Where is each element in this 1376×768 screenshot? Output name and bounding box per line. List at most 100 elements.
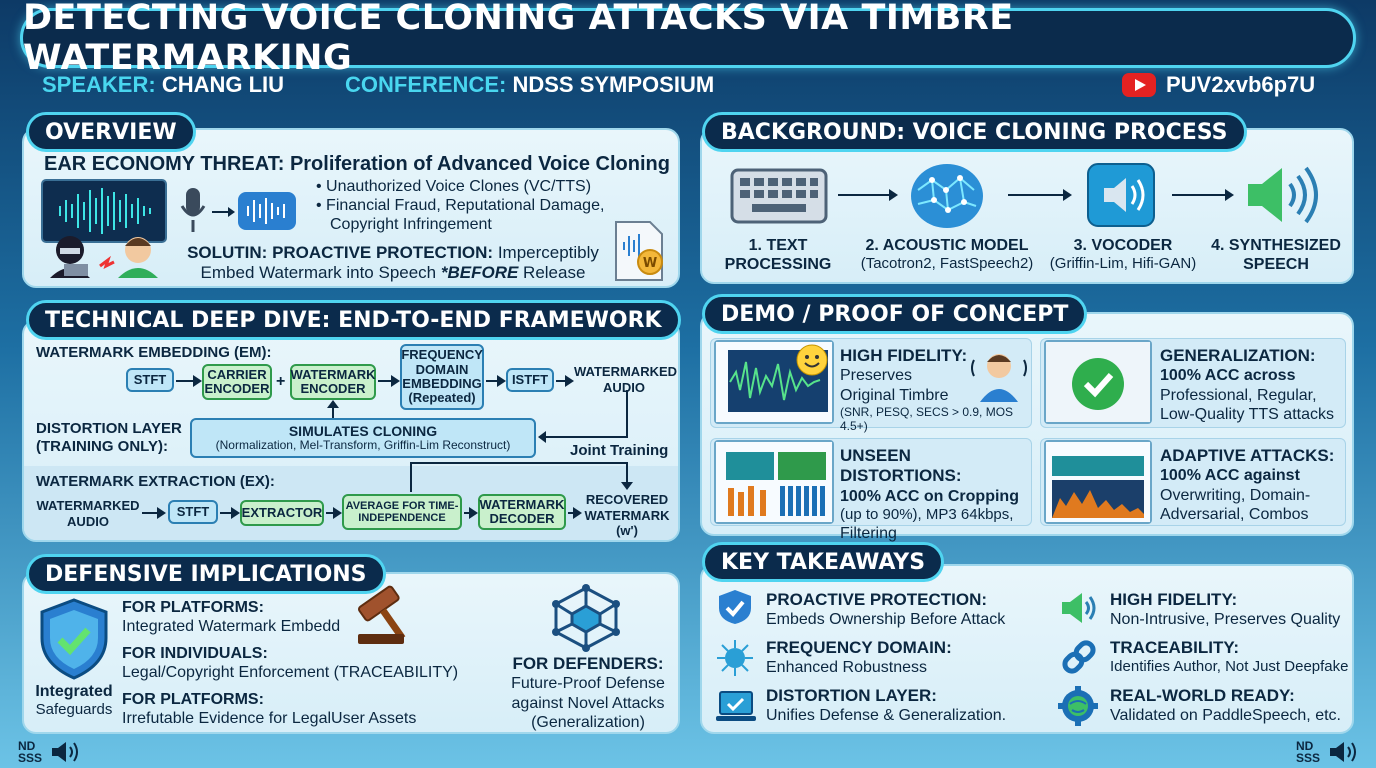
globe-gear-icon: [1058, 686, 1098, 726]
title-bar: DETECTING VOICE CLONING ATTACKS VIA TIMB…: [20, 0, 1356, 78]
frequency-embedding-box: FREQUENCY DOMAIN EMBEDDING (Repeated): [400, 344, 484, 410]
mic-to-wave-illustration: [178, 186, 298, 236]
ex-input-label: WATERMARKED AUDIO: [36, 498, 140, 529]
speaker-line: SPEAKER: CHANG LIU: [42, 72, 284, 98]
flow-arrow: [142, 507, 166, 519]
conference-line: CONFERENCE: NDSS SYMPOSIUM: [345, 72, 714, 98]
feedback-line: [332, 402, 334, 418]
certificate-icon: W: [612, 220, 668, 282]
em-stft-box: STFT: [126, 368, 174, 392]
takeaway-distortion: DISTORTION LAYER: Unifies Defense & Gene…: [766, 686, 1007, 725]
ex-label: WATERMARK EXTRACTION (EX):: [36, 473, 275, 490]
gavel-icon: [350, 580, 424, 648]
watermark-encoder-box: WATERMARK ENCODER: [290, 364, 376, 400]
flow-arrow: [326, 507, 342, 519]
virus-icon: [714, 638, 756, 678]
demo-text-fidelity: HIGH FIDELITY: Preserves Original Timbre…: [840, 346, 1014, 434]
feedback-arrowhead: [327, 400, 339, 408]
generalization-thumbnail: [1044, 340, 1152, 424]
speaker-icon: [1330, 742, 1357, 762]
overview-bullets: • Unauthorized Voice Clones (VC/TTS) • F…: [316, 177, 604, 235]
speaking-person-icon: [970, 346, 1028, 402]
shield-check-icon: [38, 598, 110, 680]
step-vocoder: 3. VOCODER(Griffin-Lim, Hifi-GAN): [1049, 237, 1197, 273]
carrier-encoder-box: CARRIER ENCODER: [202, 364, 272, 400]
joint-training-line: [410, 462, 412, 492]
overview-headline: EAR ECONOMY THREAT: Proliferation of Adv…: [44, 153, 670, 175]
plus-sign: +: [276, 373, 286, 390]
deep-dive-tab: TECHNICAL DEEP DIVE: END-TO-END FRAMEWOR…: [26, 300, 681, 340]
takeaway-traceability: TRACEABILITY: Identifies Author, Not Jus…: [1110, 638, 1349, 676]
conference-label: CONFERENCE:: [345, 72, 507, 97]
laptop-icon: [714, 688, 758, 724]
video-id[interactable]: PUV2xvb6p7U: [1122, 72, 1315, 98]
average-box: AVERAGE FOR TIME-INDEPENDENCE: [342, 494, 462, 530]
watermark-decoder-box: WATERMARK DECODER: [478, 494, 566, 530]
list-item: Copyright Infringement: [330, 216, 492, 234]
speaker-icon: [52, 742, 79, 762]
speaker-icon: [1058, 590, 1098, 626]
synth-speaker-icon: [1244, 164, 1320, 226]
defenders-text: FOR DEFENDERS: Future-Proof Defense agai…: [511, 654, 665, 731]
youtube-icon: [1122, 73, 1156, 97]
adaptive-thumbnail: [1044, 440, 1152, 524]
smile-icon: [796, 344, 828, 376]
hacker-illustration: [40, 178, 168, 280]
em-output-label: WATERMARKED AUDIO: [574, 364, 678, 395]
distortion-label: DISTORTION LAYER(TRAINING ONLY):: [36, 420, 182, 455]
flow-arrow: [486, 375, 506, 387]
ex-stft-box: STFT: [168, 500, 218, 524]
conference-name: NDSS SYMPOSIUM: [512, 72, 715, 97]
takeaway-frequency: FREQUENCY DOMAIN: Enhanced Robustness: [766, 638, 952, 677]
speaker-label: SPEAKER:: [42, 72, 156, 97]
step-acoustic-model: 2. ACOUSTIC MODEL(Tacotron2, FastSpeech2…: [860, 237, 1034, 273]
simulates-cloning-box: SIMULATES CLONING (Normalization, Mel-Tr…: [190, 418, 536, 458]
flow-arrow: [1008, 189, 1072, 201]
distortion-thumbnail: [714, 440, 834, 524]
flow-arrow: [556, 375, 574, 387]
em-label: WATERMARK EMBEDDING (EM):: [36, 344, 272, 361]
svg-text:W: W: [643, 256, 657, 271]
takeaway-proactive: PROACTIVE PROTECTION: Embeds Ownership B…: [766, 590, 1006, 629]
em-istft-box: ISTFT: [506, 368, 554, 392]
takeaways-tab: KEY TAKEAWAYS: [702, 542, 945, 582]
demo-text-adaptive: ADAPTIVE ATTACKS: 100% ACC against Overw…: [1160, 446, 1335, 523]
vocoder-speaker-icon: [1086, 162, 1156, 228]
defensive-item-3: FOR PLATFORMS: Irrefutable Evidence for …: [122, 691, 417, 728]
joint-training-line: [410, 462, 626, 464]
page-title: DETECTING VOICE CLONING ATTACKS VIA TIMB…: [23, 0, 1014, 78]
demo-tab: DEMO / PROOF OF CONCEPT: [702, 294, 1088, 334]
extractor-box: EXTRACTOR: [240, 500, 324, 526]
chain-link-icon: [1060, 638, 1098, 676]
takeaways-panel: [700, 564, 1354, 734]
background-tab: BACKGROUND: VOICE CLONING PROCESS: [702, 112, 1247, 152]
takeaway-fidelity: HIGH FIDELITY: Non-Intrusive, Preserves …: [1110, 590, 1341, 629]
flow-arrow: [1172, 189, 1234, 201]
joint-training-label: Joint Training: [570, 442, 669, 459]
video-id-text: PUV2xvb6p7U: [1166, 72, 1316, 97]
defensive-item-1: FOR PLATFORMS: Integrated Watermark Embe…: [122, 599, 341, 636]
takeaway-realworld: REAL-WORLD READY: Validated on PaddleSpe…: [1110, 686, 1341, 725]
brain-icon: [908, 160, 986, 232]
network-icon: [550, 584, 622, 652]
demo-text-unseen: UNSEEN DISTORTIONS: 100% ACC on Cropping…: [840, 446, 1019, 542]
overview-tab: OVERVIEW: [26, 112, 196, 152]
flow-arrow: [378, 375, 400, 387]
flow-arrow: [568, 507, 582, 519]
defensive-panel: [22, 572, 680, 734]
joint-training-arrowhead: [621, 482, 633, 490]
defensive-tab: DEFENSIVE IMPLICATIONS: [26, 554, 386, 594]
return-line: [544, 436, 628, 438]
recovered-watermark-label: RECOVERED WATERMARK (w'): [584, 492, 670, 539]
list-item: • Financial Fraud, Reputational Damage,: [316, 197, 605, 215]
defensive-item-2: FOR INDIVIDUALS: Legal/Copyright Enforce…: [122, 645, 459, 682]
demo-text-generalization: GENERALIZATION: 100% ACC across Professi…: [1160, 346, 1334, 423]
overview-solution: SOLUTIN: PROACTIVE PROTECTION: Impercept…: [187, 243, 599, 283]
shield-check-icon: [716, 588, 754, 626]
flow-arrow: [220, 507, 240, 519]
